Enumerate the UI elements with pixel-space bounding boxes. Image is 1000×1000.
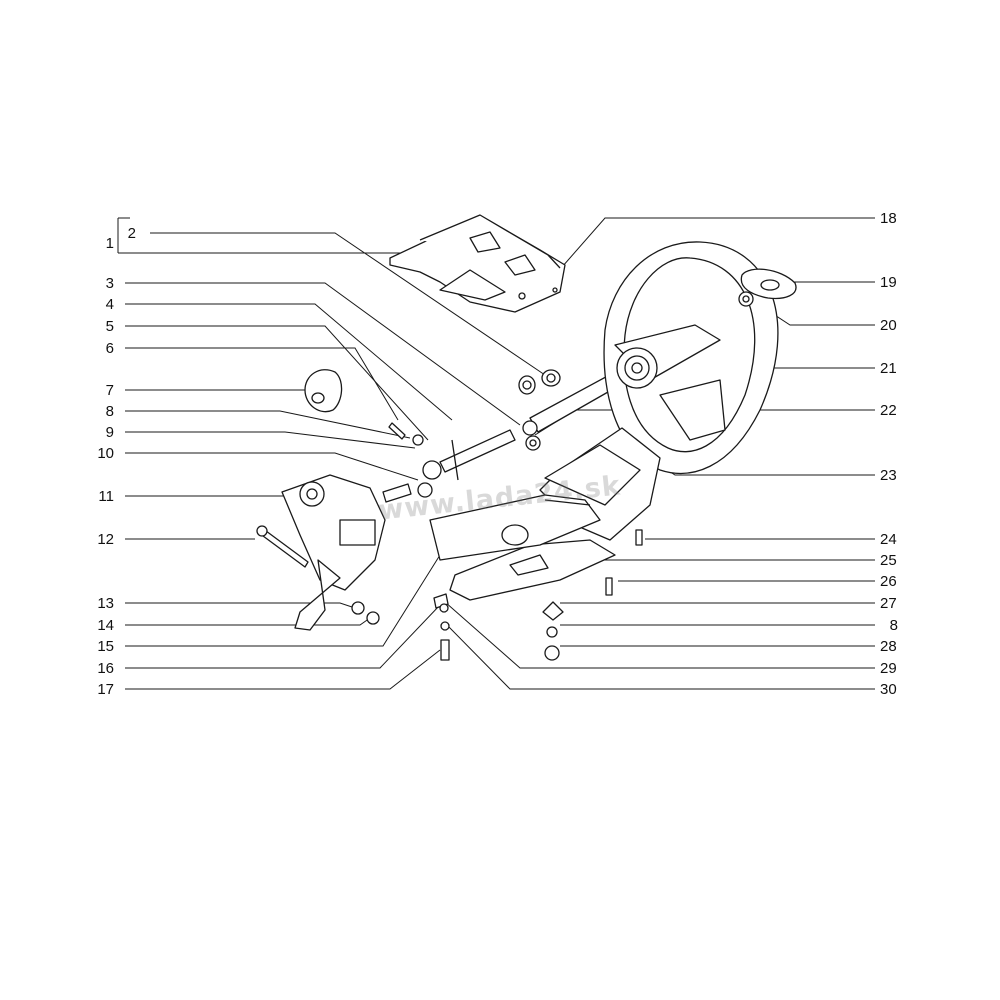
- leader-17: [125, 649, 441, 690]
- pinch-bolt: [388, 422, 406, 440]
- label-18: 18: [880, 210, 897, 227]
- lock-ring: [525, 435, 541, 451]
- label-11: 11: [98, 488, 114, 505]
- label-17: 17: [97, 681, 114, 698]
- label-3: 3: [105, 275, 114, 292]
- label-26: 26: [880, 573, 897, 590]
- label-13: 13: [97, 595, 114, 612]
- screw-24: [635, 529, 643, 546]
- label-6: 6: [105, 340, 114, 357]
- nut-28: [544, 645, 560, 661]
- bushing-2: [541, 369, 561, 387]
- label-8: 8: [105, 403, 114, 420]
- nut-14: [366, 611, 380, 625]
- label-20: 20: [880, 317, 897, 334]
- leader-10: [125, 452, 419, 481]
- label-10: 10: [97, 445, 114, 462]
- washer-30: [440, 621, 450, 631]
- leader-8: [125, 410, 411, 439]
- label-7: 7: [105, 382, 114, 399]
- boot-seal: [304, 369, 343, 413]
- label-19: 19: [880, 274, 897, 291]
- leader-18: [554, 217, 875, 276]
- leader-30: [446, 624, 875, 690]
- label-24: 24: [880, 531, 897, 548]
- bolt-17: [440, 639, 450, 661]
- label-23: 23: [880, 467, 897, 484]
- leader-3: [125, 282, 521, 426]
- label-16: 16: [97, 660, 114, 677]
- nut-8: [412, 434, 424, 446]
- pinion-shaft: [382, 483, 412, 503]
- label-15: 15: [97, 638, 114, 655]
- label-21: 21: [880, 360, 897, 377]
- label-14: 14: [97, 617, 114, 634]
- leader-6: [125, 347, 399, 421]
- washer-29: [439, 603, 449, 613]
- label-30: 30: [880, 681, 897, 698]
- leader-5: [125, 325, 429, 441]
- bushing-3: [518, 375, 536, 395]
- clip-27: [542, 601, 564, 621]
- wheel-nut: [738, 291, 754, 307]
- bracket-shield: [389, 214, 566, 313]
- label-5: 5: [105, 318, 114, 335]
- label-28: 28: [880, 638, 897, 655]
- leader-14: [125, 617, 371, 626]
- screw-26: [605, 577, 613, 596]
- label-25: 25: [880, 552, 897, 569]
- label-4: 4: [105, 296, 114, 313]
- washer-13: [351, 601, 365, 615]
- label-9: 9: [105, 424, 114, 441]
- label-29: 29: [880, 660, 897, 677]
- leader-29: [444, 601, 875, 669]
- intermediate-shaft: [417, 429, 516, 498]
- horn-cover: [740, 268, 797, 300]
- leader-16: [125, 604, 441, 669]
- nut-8b: [546, 626, 558, 638]
- leader-25: [589, 547, 875, 561]
- label-2: 2: [127, 225, 136, 242]
- steering-wheel: [603, 241, 779, 474]
- leader-15: [125, 554, 441, 647]
- label-22: 22: [880, 402, 897, 419]
- column-bracket: [429, 494, 601, 561]
- label-8-right: 8: [889, 617, 898, 634]
- leader-4: [125, 303, 453, 421]
- mounting-bolt: [256, 525, 309, 568]
- label-1: 1: [105, 235, 114, 252]
- leader-2: [150, 232, 546, 376]
- leader-13: [125, 602, 356, 609]
- leader-9: [125, 431, 416, 449]
- label-12: 12: [97, 531, 114, 548]
- steering-gearbox: [281, 474, 386, 631]
- label-27: 27: [880, 595, 897, 612]
